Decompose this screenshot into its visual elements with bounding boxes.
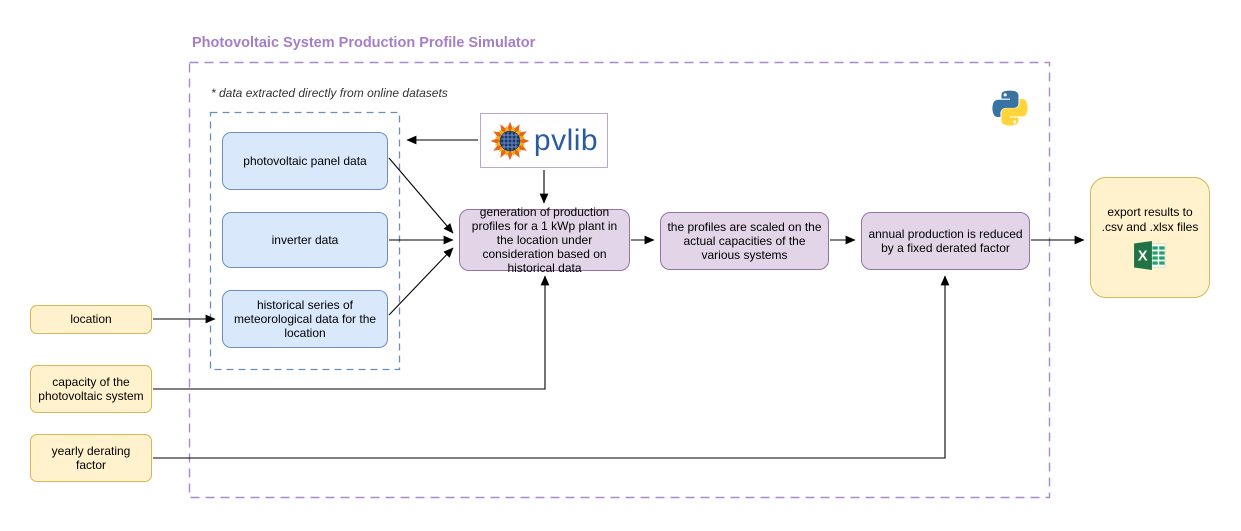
node-export-results: export results to .csv and .xlsx files X bbox=[1090, 177, 1210, 298]
simulator-boundary-frame bbox=[188, 61, 1051, 499]
export-results-label: export results to .csv and .xlsx files bbox=[1101, 205, 1199, 234]
pvlib-wordmark: pvlib bbox=[533, 123, 599, 157]
node-generation-profiles: generation of production profiles for a … bbox=[459, 205, 630, 275]
excel-icon: X bbox=[1134, 240, 1166, 270]
python-logo-icon bbox=[992, 90, 1028, 126]
diagram-title: Photovoltaic System Production Profile S… bbox=[192, 35, 536, 51]
node-location: location bbox=[30, 305, 152, 334]
node-inverter-data: inverter data bbox=[222, 212, 388, 268]
arrow-panel-data-to-generation bbox=[388, 157, 454, 234]
node-capacity: capacity of the photovoltaic system bbox=[30, 365, 152, 413]
node-meteorological-data: historical series of meteorological data… bbox=[222, 290, 388, 348]
node-yearly-derating-factor: yearly derating factor bbox=[30, 434, 152, 482]
pvlib-logo: pvlib bbox=[480, 113, 608, 168]
node-derated-production: annual production is reduced by a fixed … bbox=[861, 212, 1030, 270]
excel-x-glyph: X bbox=[1138, 248, 1148, 264]
node-profile-scaling: the profiles are scaled on the actual ca… bbox=[660, 212, 829, 270]
data-source-note: * data extracted directly from online da… bbox=[211, 86, 448, 100]
node-photovoltaic-panel-data: photovoltaic panel data bbox=[222, 132, 388, 190]
arrow-meteo-to-generation bbox=[388, 247, 454, 316]
pvlib-sun-icon bbox=[490, 121, 530, 160]
